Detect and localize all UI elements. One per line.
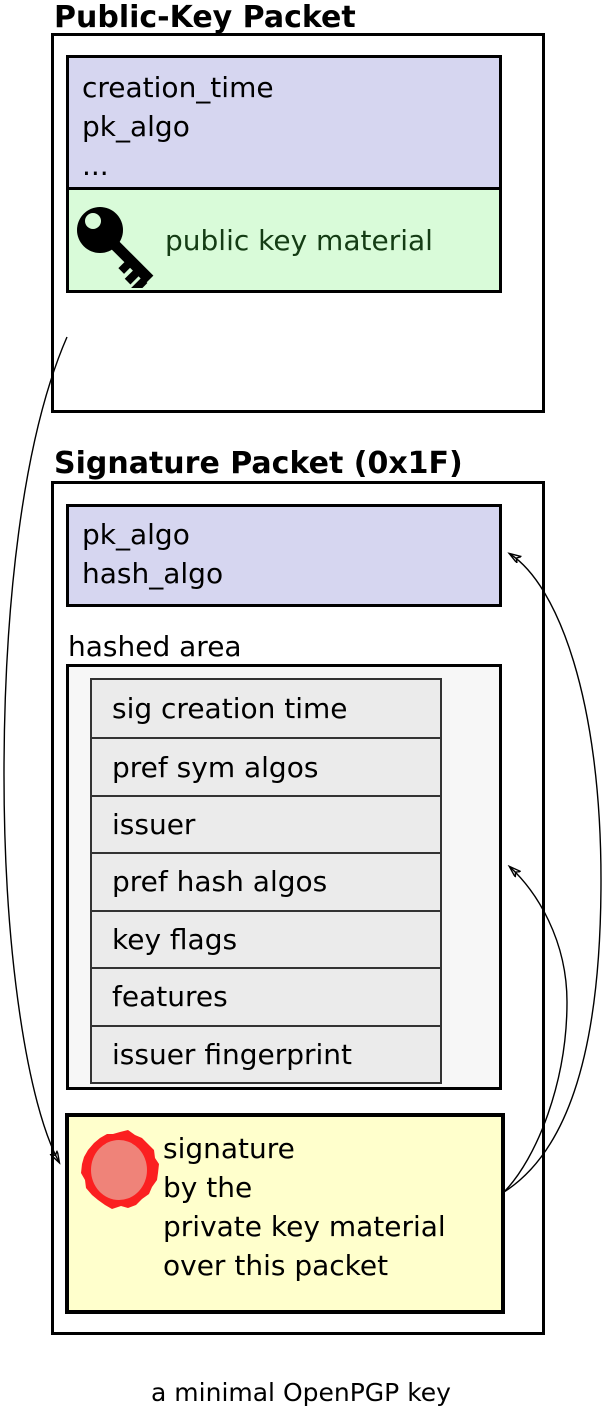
field-hash-algo: hash_algo	[82, 557, 224, 590]
public-key-packet-title: Public-Key Packet	[54, 0, 356, 35]
pk-header-fields-box: creation_time pk_algo ...	[66, 55, 502, 190]
hashed-area-box: sig creation time pref sym algos issuer …	[66, 664, 502, 1090]
hashed-subpacket-row: issuer fingerprint	[92, 1024, 440, 1082]
seal-icon	[81, 1130, 159, 1209]
hashed-subpacket-row: pref sym algos	[92, 737, 440, 795]
field-pk-algo: pk_algo	[82, 110, 190, 143]
hashed-subpacket-row: issuer	[92, 794, 440, 853]
hashed-subpacket-row: features	[92, 967, 440, 1025]
signature-text-line: by the	[163, 1171, 253, 1204]
sig-algo-fields-box: pk_algo hash_algo	[66, 504, 502, 607]
field-pk-algo: pk_algo	[82, 518, 190, 551]
hashed-subpacket-row: pref hash algos	[92, 852, 440, 910]
signature-packet-title: Signature Packet (0x1F)	[54, 446, 463, 481]
signature-text-line: signature	[163, 1132, 295, 1165]
public-key-material-box: public key material	[66, 187, 502, 293]
field-ellipsis: ...	[82, 149, 109, 182]
signature-box: signature by the private key material ov…	[65, 1113, 505, 1314]
diagram-caption: a minimal OpenPGP key	[151, 1378, 451, 1406]
signature-text: signature by the private key material ov…	[163, 1129, 446, 1285]
key-icon	[77, 207, 154, 288]
signature-text-line: private key material	[163, 1210, 446, 1243]
hashed-subpackets-list: sig creation time pref sym algos issuer …	[90, 678, 442, 1084]
hashed-area-label: hashed area	[68, 630, 242, 663]
field-creation-time: creation_time	[82, 71, 274, 104]
public-key-packet-box: creation_time pk_algo ... public key mat…	[51, 33, 545, 413]
signature-text-line: over this packet	[163, 1249, 389, 1282]
hashed-subpacket-row: key flags	[92, 909, 440, 968]
hashed-subpacket-row: sig creation time	[92, 680, 440, 738]
public-key-material-label: public key material	[165, 224, 433, 257]
